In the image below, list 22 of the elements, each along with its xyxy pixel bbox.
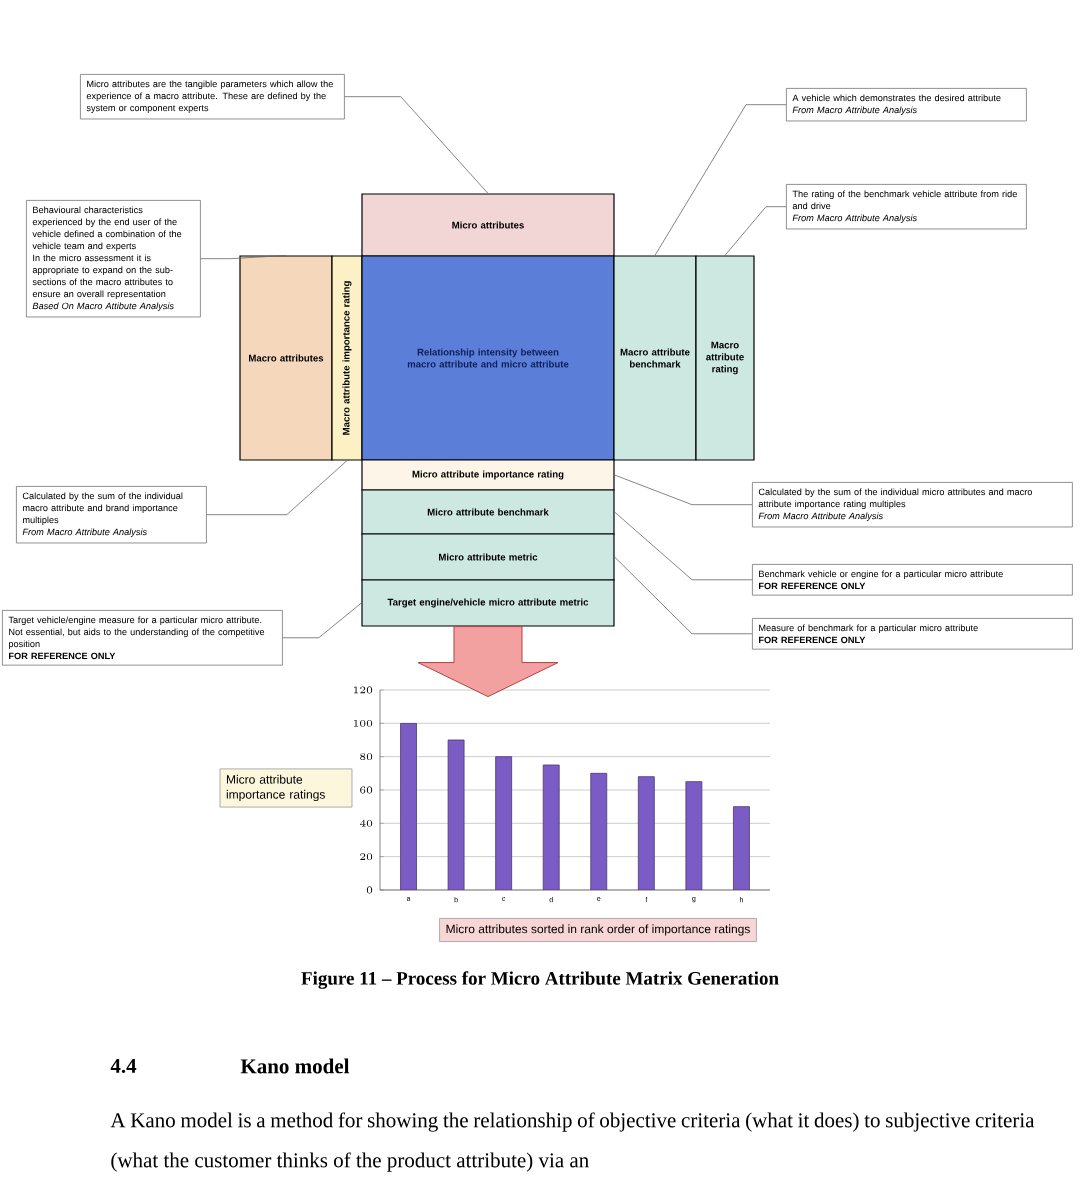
block-arrow — [417, 626, 559, 698]
section-number: 4.4 — [110, 1058, 137, 1074]
leader-line — [206, 460, 348, 516]
figure-caption: Figure 11 – Process for Micro Attribute Matrix Generation — [301, 971, 779, 989]
bar — [733, 806, 750, 890]
leader-line — [344, 96, 489, 194]
bar — [590, 772, 608, 890]
bar — [542, 764, 560, 890]
leader-line — [614, 556, 753, 635]
leader-line — [654, 104, 787, 256]
bar — [495, 756, 513, 890]
bar — [447, 739, 465, 890]
leader-line — [282, 602, 362, 639]
leader-line — [724, 206, 787, 256]
leader-line — [614, 474, 753, 506]
leader-line — [614, 511, 753, 581]
bar — [685, 781, 703, 890]
section-heading: Kano model — [240, 1058, 350, 1074]
leader-line — [200, 255, 287, 260]
bar — [400, 722, 417, 890]
bar — [637, 776, 655, 890]
body-paragraph: A Kano model is a method for showing the relationship of objective criteria (what it does) to subjective criteria (what the customer thinks of the product attribute) via an — [110, 1112, 1035, 1172]
